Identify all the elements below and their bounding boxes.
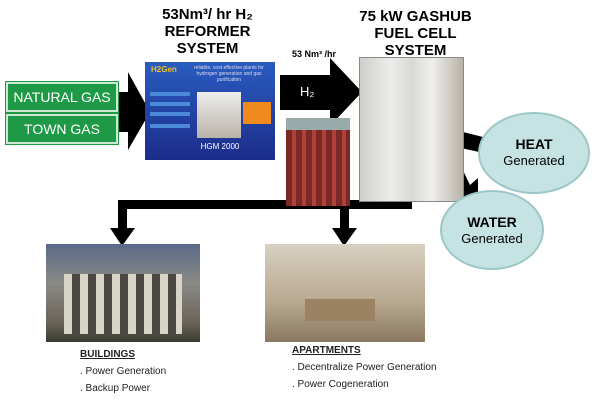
- input-arrow: [114, 72, 150, 150]
- reformer-title: 53Nm³/ hr H₂ REFORMER SYSTEM: [162, 6, 253, 57]
- apartments-image: [265, 244, 425, 342]
- natural-gas-box: NATURAL GAS: [6, 82, 118, 112]
- fuel-cell-image: [359, 57, 464, 202]
- orange-arrow-icon: [243, 102, 271, 124]
- town-gas-box: TOWN GAS: [6, 114, 118, 144]
- apartments-item: . Decentralize Power Generation: [292, 362, 437, 373]
- buildings-item: . Power Generation: [80, 366, 167, 377]
- reformer-image: H2Gen reliable, cost effective plants fo…: [145, 62, 275, 160]
- buildings-title: BUILDINGS: [80, 349, 135, 360]
- buildings-item: . Backup Power: [80, 383, 151, 394]
- h2-arrow: [280, 58, 362, 126]
- fuel-cell-title: 75 kW GASHUB FUEL CELL SYSTEM: [359, 8, 472, 59]
- hydrogen-tanks-image: [286, 118, 350, 206]
- h2-rate: 53 Nm³ /hr: [292, 49, 337, 59]
- apartments-title: APARTMENTS: [292, 345, 361, 356]
- apartments-item: . Power Cogeneration: [292, 379, 389, 390]
- buildings-image: [46, 244, 200, 342]
- h2-label: H₂: [300, 84, 315, 99]
- reformer-unit: [197, 92, 241, 138]
